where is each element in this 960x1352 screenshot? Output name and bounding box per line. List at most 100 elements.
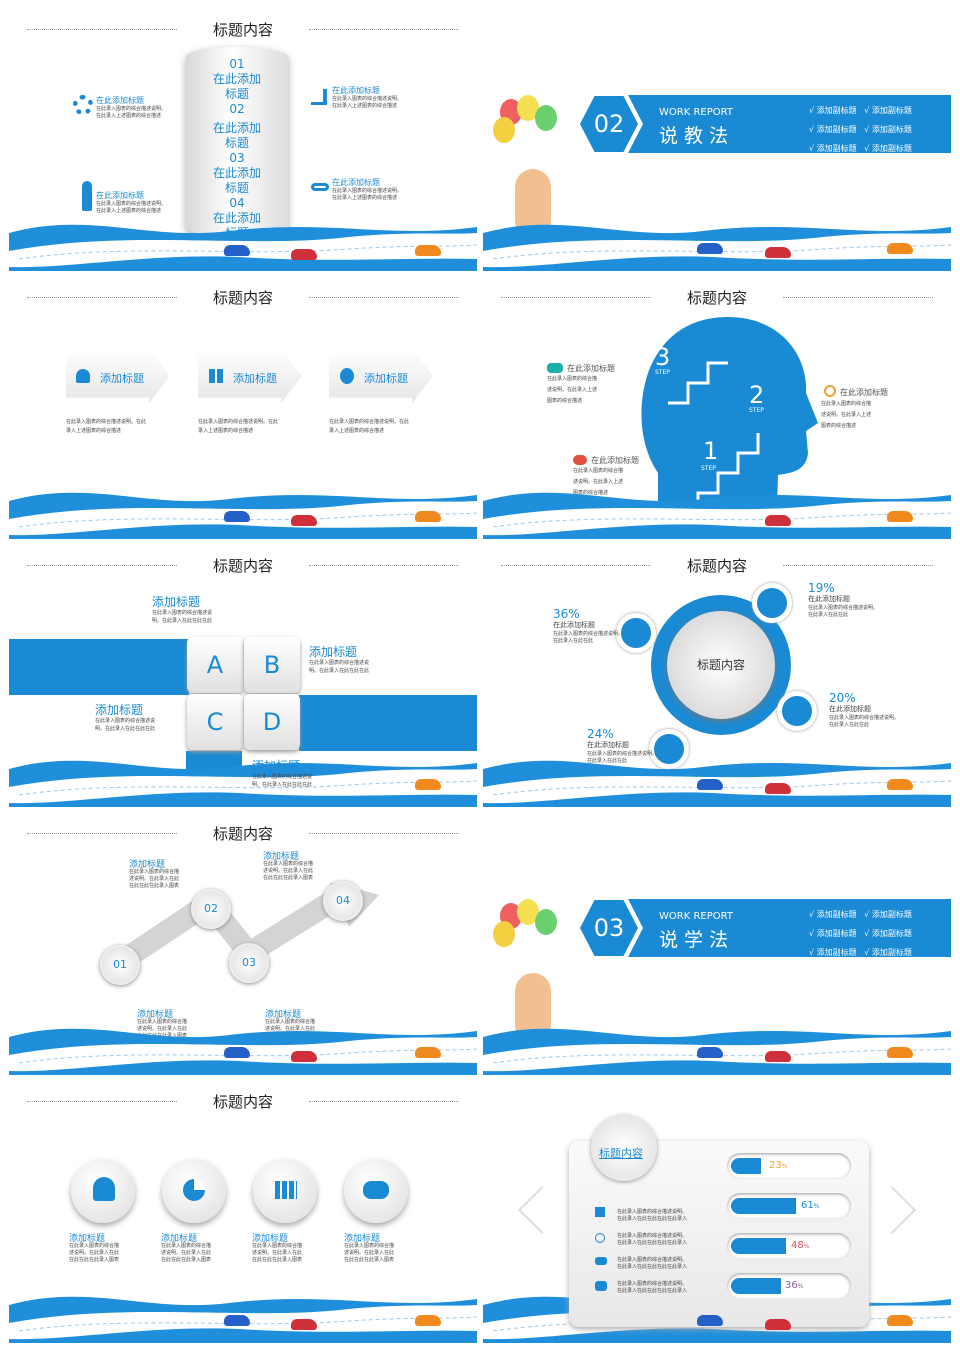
section-number: 02: [580, 96, 638, 152]
node-circle[interactable]: [777, 691, 817, 731]
tile-b[interactable]: B: [244, 637, 300, 693]
subtitle: √ 添加副标题: [809, 948, 857, 957]
item-desc: 在此录入图表的综合描述说明。: [617, 1233, 688, 1239]
item-desc: 在此录入在此在此在此在此录入: [617, 1216, 688, 1222]
slide-1[interactable]: 标题内容 01 在此添加 标题 02 在此添加 标题 03 在此添加 标题 04…: [9, 9, 477, 271]
section-number: 03: [580, 900, 638, 956]
item-desc: 述说明。在此录入上述: [821, 412, 872, 418]
item-title: 在此添加标题: [96, 191, 144, 200]
cyl-label: 标题: [224, 181, 249, 195]
item-desc: 在此录入图表的综合描: [69, 1243, 120, 1249]
progress-fill: [731, 1238, 786, 1254]
item-title: 在此添加标题: [840, 388, 888, 397]
prev-chevron-icon[interactable]: [517, 1185, 567, 1235]
car-icon: [291, 1051, 317, 1062]
progress-value: 48: [791, 1240, 804, 1251]
slide-3[interactable]: 标题内容 添加标题 添加标题 添加标题 在此录入图表的综合描述说明。在此 录入上…: [9, 277, 477, 539]
section-cn: 说 学 法: [659, 929, 729, 951]
car-icon: [697, 243, 723, 254]
subtitle: √ 添加副标题: [864, 929, 912, 938]
item-desc: 明。在此录入在此在此在此: [309, 668, 370, 674]
cyl-label: 标题: [224, 87, 249, 101]
slide-6[interactable]: 标题内容 标题内容 36% 在此添加标题 在此录入图表的综合描述说明。 在此录入…: [483, 545, 951, 807]
item-desc: 在此录入图表的综合描述说明。: [587, 751, 658, 757]
item-desc: 明。在此录入在此在此在此: [252, 782, 313, 788]
item-desc: 在此在此在此录入图表: [263, 875, 314, 881]
item-desc: 图表的综合描述: [821, 423, 857, 429]
step-circle-2[interactable]: 02: [191, 889, 231, 929]
car-icon: [291, 249, 317, 260]
cyl-label: 在此添加: [212, 121, 261, 135]
step-circle-3[interactable]: 03: [229, 943, 269, 983]
node-circle[interactable]: [649, 729, 689, 769]
item-title: 在此添加标题: [553, 621, 595, 629]
subtitle: √ 添加副标题: [864, 910, 912, 919]
slide-9[interactable]: 标题内容 添加标题 在此录入图表的综合描 述说明。在此录入在此 在此在此在此录入…: [9, 1081, 477, 1343]
header-circle: [591, 1115, 657, 1181]
subtitle: √ 添加副标题: [864, 106, 912, 115]
item-desc: 述说明。在此录入在此: [129, 876, 180, 882]
slide-10[interactable]: 标题内容 在此录入图表的综合描述说明。 在此录入在此在此在此在此录入 在此录入图…: [483, 1081, 951, 1343]
slide-5[interactable]: 标题内容 A B C D 添加标题 在此录入图表的综合描述说 明。在此录入在此在…: [9, 545, 477, 807]
item-desc: 在此录入图表的综合描述说明。: [332, 96, 403, 102]
band-right: [299, 695, 477, 751]
center-circle: 标题内容: [667, 611, 775, 719]
road-graphic: [9, 760, 477, 807]
section-en: WORK REPORT: [659, 911, 733, 922]
item-desc: 述说明。在此录入上述: [547, 387, 598, 393]
step-circle-4[interactable]: 04: [323, 881, 363, 921]
windows-icon: [209, 369, 223, 383]
cyl-label: 在此添加: [212, 211, 261, 225]
slide-4[interactable]: 标题内容 3 STEP 2 STEP 1 STEP 在此添加标题 在此录入图表的…: [483, 277, 951, 539]
item-desc: 在此录入图表的综合描: [129, 869, 180, 875]
unit: %: [797, 1283, 804, 1290]
item-desc: 在此录入在此在此在此在此录入: [617, 1288, 688, 1294]
percent-value: 36%: [553, 607, 580, 621]
slide-title: 标题内容: [212, 557, 273, 575]
car-icon: [291, 1319, 317, 1330]
car-icon: [887, 1047, 913, 1058]
road-graphic: [9, 492, 477, 539]
subtitle: √ 添加副标题: [809, 910, 857, 919]
slide-2[interactable]: 02 WORK REPORT 说 教 法 √ 添加副标题 √ 添加副标题 √ 添…: [483, 9, 951, 271]
item-desc: 在此录入图表的综合描述说: [309, 660, 370, 666]
tile-d[interactable]: D: [244, 694, 300, 750]
tile-a[interactable]: A: [187, 637, 243, 693]
progress-fill: [731, 1278, 781, 1294]
slide-title: 标题内容: [212, 21, 273, 39]
node-circle[interactable]: [616, 613, 656, 653]
item-title: 在此添加标题: [808, 595, 850, 603]
item-desc: 述说明。在此录入在此: [69, 1250, 120, 1256]
chat-icon: [573, 455, 587, 465]
item-desc: 述说明。在此录入在此: [161, 1250, 212, 1256]
item-desc: 在此录入图表的综合描述说明。: [332, 188, 403, 194]
desc: 录入上述图表的综合描述: [66, 428, 122, 434]
percent-value: 24%: [587, 727, 614, 741]
road-graphic: [9, 1028, 477, 1075]
header-band: [593, 899, 951, 957]
item-desc: 图表的综合描述: [547, 398, 583, 404]
node-circle[interactable]: [752, 583, 792, 623]
cyl-label: 标题: [224, 136, 249, 150]
step-circle-1[interactable]: 01: [100, 945, 140, 985]
progress-value: 23: [769, 1160, 782, 1171]
item-title: 添加标题: [95, 703, 144, 717]
money-bags-icon: [363, 1181, 389, 1199]
item-title: 在此添加标题: [829, 705, 871, 713]
slide-8[interactable]: 03 WORK REPORT 说 学 法 √ 添加副标题 √ 添加副标题 √ 添…: [483, 813, 951, 1075]
item-desc: 在此在此在此录入图表: [129, 883, 180, 889]
road-graphic: [483, 224, 951, 271]
slide-7[interactable]: 标题内容 01 02 03 04 添加标题 在此录入图表的综合描 述说明。在此录…: [9, 813, 477, 1075]
tile-c[interactable]: C: [187, 694, 243, 750]
item-desc: 在此录入图表的综合描述说: [95, 718, 156, 724]
item-desc: 在此录入图表的综合描述说明。: [617, 1281, 688, 1287]
desc: 在此录入图表的综合描述说明。在此: [66, 419, 147, 425]
slide-title: 标题内容: [212, 825, 273, 843]
car-icon: [765, 783, 791, 794]
item-desc: 在此录入图表的综合描: [265, 1019, 316, 1025]
next-chevron-icon[interactable]: [867, 1185, 917, 1235]
item-desc: 在此录入图表的综合描述说明。: [808, 605, 879, 611]
item-desc: 在此录入图表的综合描: [573, 468, 624, 474]
item-desc: 在此录入图表的综合描: [263, 861, 314, 867]
item-desc: 在此录入上述图表的综合描述: [332, 195, 398, 201]
